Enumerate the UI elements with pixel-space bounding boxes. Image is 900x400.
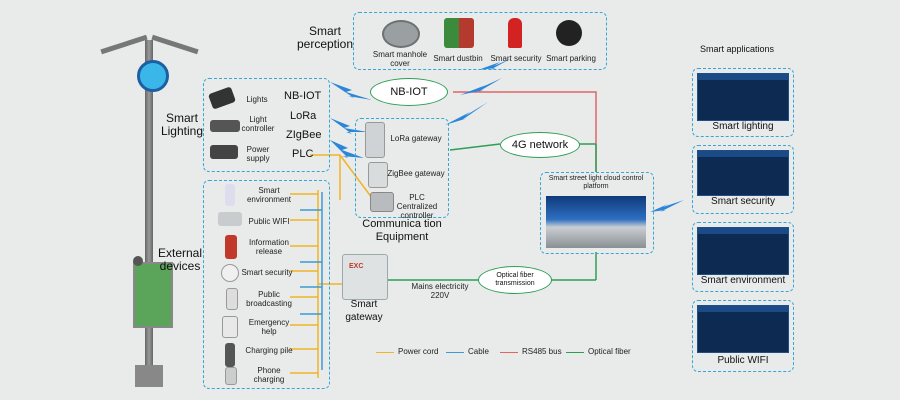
emergency-help-icon — [222, 316, 238, 338]
perception-title: Smart perception — [296, 24, 354, 51]
external-item-4: Smart security — [241, 268, 293, 277]
lora-gateway-icon — [365, 122, 385, 158]
legend-swatch-rs485 — [500, 352, 518, 353]
lighting-title: Smart Lighting — [160, 111, 204, 138]
network-4g-cloud: 4G network — [500, 132, 580, 158]
app-screen-3 — [697, 227, 789, 275]
external-item-2: Public WIFI — [248, 217, 290, 226]
platform-group — [540, 172, 654, 254]
legend-label-rs485: RS485 bus — [522, 347, 562, 356]
protocol-plc: PLC — [292, 148, 314, 160]
fire-hydrant-icon — [508, 18, 522, 48]
light-controller-icon — [210, 120, 240, 132]
app-label-2: Smart security — [711, 196, 775, 207]
perception-item-4: Smart parking — [546, 54, 596, 63]
app-screen-4 — [697, 305, 789, 353]
equipment-item-3: PLC Centralized controller — [396, 193, 438, 220]
external-group — [203, 180, 330, 389]
equipment-group — [355, 118, 449, 218]
phone-charging-icon — [225, 367, 237, 385]
perception-group — [353, 12, 607, 70]
legend-label-power: Power cord — [398, 347, 439, 356]
perception-item-2: Smart dustbin — [433, 54, 483, 63]
zigbee-gateway-icon — [368, 162, 388, 188]
parking-sensor-icon — [556, 20, 582, 46]
app-label-1: Smart lighting — [712, 121, 774, 132]
lighting-item-1: Lights — [246, 95, 268, 104]
smart-gateway-device: EXC — [342, 254, 388, 300]
lighting-item-3: Power supply — [246, 145, 270, 163]
nbiot-cloud: NB-IOT — [370, 78, 448, 106]
equipment-item-2: ZigBee gateway — [387, 169, 445, 178]
power-cord-lines — [290, 154, 373, 378]
perception-item-3: Smart security — [490, 54, 542, 63]
perception-item-1: Smart manhole cover — [372, 50, 428, 68]
gateway-title: Smart gateway — [345, 299, 383, 323]
external-title: External devices — [157, 246, 203, 273]
lightning-bolts — [330, 58, 684, 212]
external-item-5: Public broadcasting — [246, 290, 292, 308]
external-item-3: Information release — [248, 238, 290, 256]
app-card-4: Public WIFI — [692, 300, 794, 372]
app-card-3: Smart environment — [692, 222, 794, 292]
protocol-zigbee: ZIgBee — [286, 129, 322, 141]
fiber-cloud: Optical fiber transmission — [478, 266, 552, 294]
app-card-1: Smart lighting — [692, 68, 794, 137]
external-item-6: Emergency help — [248, 318, 290, 336]
app-screen-1 — [697, 73, 789, 121]
security-camera-icon — [221, 264, 239, 282]
street-pole-illustration — [95, 20, 205, 390]
nbiot-cloud-label: NB-IOT — [390, 86, 428, 98]
mains-electricity-label: Mains electricity 220V — [411, 282, 469, 300]
gateway-device-logo: EXC — [349, 263, 364, 270]
external-item-8: Phone charging — [253, 366, 285, 384]
protocol-nbiot: NB-IOT — [284, 90, 322, 102]
wifi-router-icon — [218, 212, 242, 226]
external-item-1: Smart environment — [246, 186, 292, 204]
info-screen-icon — [225, 235, 237, 259]
lighting-item-2: Light controller — [241, 115, 275, 133]
environment-sensor-icon — [225, 184, 235, 206]
control-center-image — [546, 196, 646, 248]
plc-controller-icon — [370, 192, 394, 212]
dustbin-icon — [444, 18, 474, 48]
equipment-item-1: LoRa gateway — [390, 134, 442, 143]
power-supply-icon — [210, 145, 238, 159]
manhole-cover-icon — [382, 20, 420, 48]
legend-swatch-cable — [446, 352, 464, 353]
legend-swatch-power — [376, 352, 394, 353]
protocol-lora: LoRa — [290, 110, 317, 122]
network-4g-label: 4G network — [511, 139, 569, 151]
charging-pile-icon — [225, 343, 235, 367]
legend-label-cable: Cable — [468, 347, 489, 356]
app-label-3: Smart environment — [700, 275, 786, 286]
legend-swatch-fiber — [566, 352, 584, 353]
cable-lines — [300, 192, 323, 370]
legend-label-fiber: Optical fiber — [588, 347, 631, 356]
equipment-title: Communica tion Equipment — [362, 218, 442, 243]
broadcast-speaker-icon — [226, 288, 238, 310]
lighting-group — [203, 78, 330, 172]
fiber-cloud-label: Optical fiber transmission — [495, 272, 535, 287]
external-item-7: Charging pile — [245, 346, 293, 355]
applications-title: Smart applications — [700, 44, 775, 54]
app-screen-2 — [697, 150, 789, 196]
app-label-4: Public WIFI — [717, 355, 769, 366]
platform-title: Smart street light cloud control platfor… — [548, 175, 644, 190]
app-card-2: Smart security — [692, 145, 794, 214]
